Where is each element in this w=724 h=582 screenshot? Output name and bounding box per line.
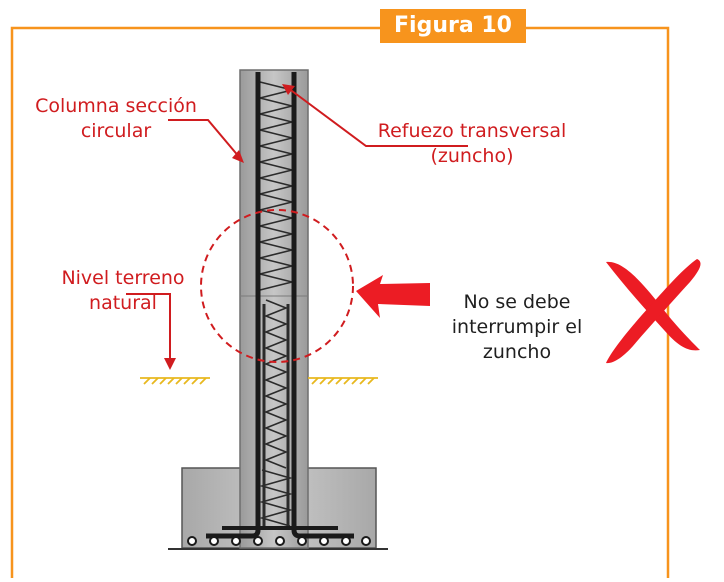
splice-zone-circle [200,209,354,363]
ground-level-mark-left [140,377,210,385]
ground-level-label-line2: natural [89,292,157,314]
footing-bar-2 [209,536,219,546]
figure-frame [10,26,670,578]
footing-bottom-bars [187,536,371,546]
column-leader-line [168,119,241,159]
footing-bar-1 [187,536,197,546]
transversal-label-line1: Refuezo transversal [377,120,567,142]
warning-label: No se debe interrumpir el zuncho [432,290,602,365]
footing-bar-6 [297,536,307,546]
cross-mark-icon [606,259,701,364]
warning-label-line3: zuncho [482,341,552,363]
warning-label-line1: No se debe [463,291,571,313]
footing-bar-3 [231,536,241,546]
transversal-leader-line [287,87,468,147]
footing-bar-9 [361,536,371,546]
spiral-footing-segment [259,469,293,527]
ground-level-mark-right [308,377,378,385]
column-label-line1: Columna sección [35,95,197,117]
figure-number-badge: Figura 10 [380,9,526,43]
transversal-label: Refuezo transversal (zuncho) [370,119,574,169]
transversal-label-line2: (zuncho) [430,145,514,167]
footing-bar-5 [275,536,285,546]
ground-leader-line [126,293,171,360]
column-label-line2: circular [80,120,152,142]
column-label: Columna sección circular [18,94,214,144]
footing-bar-8 [341,536,351,546]
longitudinal-bars [206,72,354,539]
footing-bar-7 [319,536,329,546]
spiral-lower-segment [263,299,289,469]
warning-label-line2: interrumpir el [451,316,583,338]
ground-level-label: Nivel terreno natural [30,266,216,316]
footing-bar-4 [253,536,263,546]
ground-level-label-line1: Nivel terreno [61,267,185,289]
red-arrow-icon [356,275,430,318]
